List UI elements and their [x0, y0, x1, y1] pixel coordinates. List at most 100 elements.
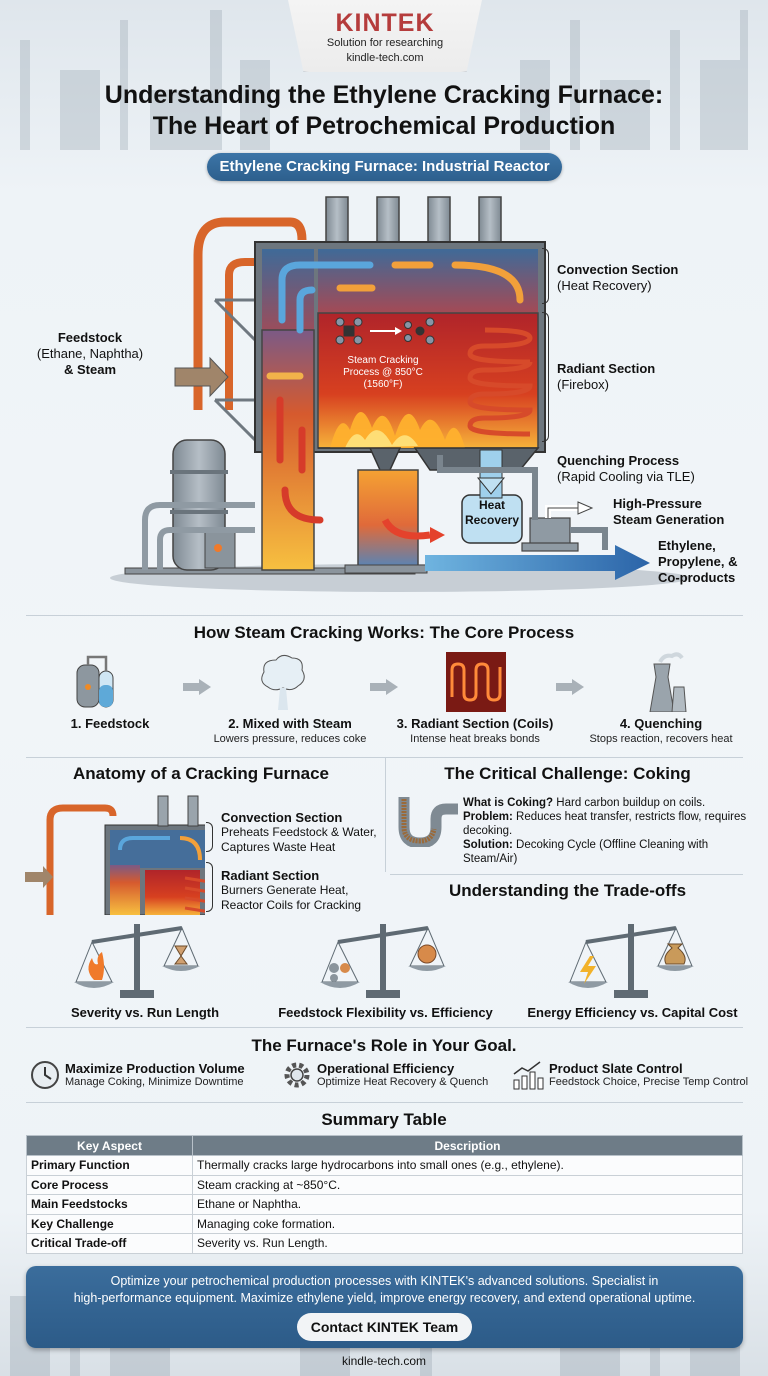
coking-solution-text: Decoking Cycle (Offline Cleaning with St… — [463, 839, 709, 865]
quenching-label: Quenching Process (Rapid Cooling via TLE… — [557, 453, 695, 485]
footer-url-link[interactable]: kindle-tech.com — [341, 1354, 427, 1368]
balance-scale-flexibility-icon — [320, 924, 446, 998]
tradeoff-energy-label: Energy Efficiency vs. Capital Cost — [527, 1005, 738, 1020]
anat-radiant-line1: Burners Generate Heat, — [221, 883, 349, 897]
coking-solution-label: Solution: — [463, 839, 513, 851]
products-line2: Propylene, & — [658, 554, 738, 569]
goal-title-text: Maximize Production Volume — [65, 1061, 245, 1076]
anat-radiant-title: Radiant Section — [221, 868, 320, 883]
growth-chart-icon — [513, 1061, 544, 1090]
table-cell-aspect: Critical Trade-off — [26, 1233, 193, 1254]
table-header-row: Key Aspect Description — [26, 1135, 743, 1156]
radiant-title: Radiant Section — [557, 361, 656, 376]
subtitle-pill: Ethylene Cracking Furnace: Industrial Re… — [207, 153, 562, 181]
logo-text-tek: TEK — [381, 9, 435, 37]
molecule-cracking-icon — [335, 317, 435, 345]
goal-desc-text: Manage Coking, Minimize Downtime — [65, 1076, 244, 1088]
summary-table-title: Summary Table — [321, 1110, 447, 1129]
process-step-4: 4. Quenching Stops reaction, recovers he… — [566, 716, 756, 746]
anat-convection-line1: Preheats Feedstock & Water, — [221, 825, 377, 839]
balance-scale-energy-icon — [568, 924, 694, 998]
convection-brace — [542, 248, 549, 304]
core-process-title: How Steam Cracking Works: The Core Proce… — [193, 623, 575, 642]
products-line3: Co-products — [658, 570, 736, 585]
step-desc: Intense heat breaks bonds — [410, 733, 540, 745]
contact-kintek-button[interactable]: Contact KINTEK Team — [296, 1313, 473, 1341]
section-divider — [26, 1102, 743, 1103]
logo-url: kindle-tech.com — [346, 52, 424, 64]
step-title: 4. Quenching — [619, 716, 703, 731]
coking-problem-label: Problem: — [463, 811, 513, 823]
clock-icon — [31, 1061, 59, 1089]
step-desc: Stops reaction, recovers heat — [589, 733, 733, 745]
process-line1: Steam Cracking — [347, 355, 419, 366]
hp-steam-label: High-Pressure Steam Generation — [613, 496, 724, 528]
step-title: 1. Feedstock — [70, 716, 150, 731]
process-step-1: 1. Feedstock — [15, 716, 205, 732]
step-title: 2. Mixed with Steam — [228, 716, 352, 731]
heat-recovery-label: Heat Recovery — [462, 498, 522, 528]
anat-radiant-line2: Reactor Coils for Cracking — [221, 898, 362, 912]
cta-text-line1: Optimize your petrochemical production p… — [110, 1274, 659, 1288]
cta-text: Optimize your petrochemical production p… — [50, 1273, 719, 1307]
balance-scale-severity-icon — [74, 924, 200, 998]
page-title-line1: Understanding the Ethylene Cracking Furn… — [104, 81, 664, 109]
column-divider — [385, 757, 386, 872]
feedstock-title: Feedstock — [57, 330, 123, 345]
products-line1: Ethylene, — [658, 538, 716, 553]
furnace-illustration — [110, 196, 690, 592]
process-line2: Process @ 850°C (1560°F) — [343, 367, 423, 390]
kintek-logo-tab[interactable]: KINTEK Solution for researching kindle-t… — [288, 0, 482, 72]
reactor-coils — [467, 327, 533, 437]
table-cell-description: Steam cracking at ~850°C. — [192, 1174, 743, 1195]
tradeoff-flexibility-label: Feedstock Flexibility vs. Efficiency — [278, 1005, 493, 1020]
anat-convection-title: Convection Section — [221, 810, 343, 825]
heat-recovery-line2: Recovery — [464, 513, 520, 527]
table-cell-description: Ethane or Naphtha. — [192, 1194, 743, 1215]
table-cell-description: Thermally cracks large hydrocarbons into… — [192, 1155, 743, 1176]
heat-recovery-line1: Heat — [478, 498, 505, 512]
goal-title-text: Operational Efficiency — [317, 1061, 455, 1076]
cta-text-line2: high-performance equipment. Maximize eth… — [73, 1291, 696, 1305]
step-title: 3. Radiant Section (Coils) — [396, 716, 554, 731]
table-cell-aspect: Main Feedstocks — [26, 1194, 193, 1215]
table-cell-aspect: Primary Function — [26, 1155, 193, 1176]
convection-detail: (Heat Recovery) — [557, 278, 652, 293]
flow-arrows — [266, 261, 524, 524]
heat-recovery-tle — [461, 449, 523, 544]
anatomy-radiant-label: Radiant Section Burners Generate Heat, R… — [221, 868, 361, 913]
anat-convection-line2: Captures Waste Heat — [221, 840, 336, 854]
goal-desc-text: Optimize Heat Recovery & Quench — [317, 1076, 489, 1088]
step-arrow-3 — [556, 679, 584, 695]
anatomy-convection-label: Convection Section Preheats Feedstock & … — [221, 810, 377, 855]
feedstock-steam: & Steam — [63, 362, 117, 377]
firebox-flames — [330, 411, 465, 448]
anat-radiant-brace — [206, 862, 213, 912]
tradeoffs-title: Understanding the Trade-offs — [448, 881, 687, 900]
radiant-brace — [542, 312, 549, 442]
page-title-line2: The Heart of Petrochemical Production — [152, 112, 616, 140]
section-divider — [26, 757, 743, 758]
coking-problem-text: Reduces heat transfer, restricts flow, r… — [463, 811, 747, 837]
table-cell-aspect: Key Challenge — [26, 1213, 193, 1234]
gear-icon — [284, 1062, 310, 1088]
exhaust-stacks — [325, 196, 502, 243]
coked-pipe-icon — [398, 797, 458, 847]
table-header-key-aspect: Key Aspect — [26, 1135, 193, 1156]
feedstock-detail: (Ethane, Naphtha) — [36, 346, 144, 361]
quench-title: Quenching Process — [557, 453, 680, 468]
page-title: Understanding the Ethylene Cracking Furn… — [0, 80, 768, 142]
table-cell-description: Managing coke formation. — [192, 1213, 743, 1234]
convection-section-label: Convection Section (Heat Recovery) — [557, 262, 678, 294]
cta-banner: Optimize your petrochemical production p… — [26, 1266, 743, 1348]
hp-steam-line2: Steam Generation — [613, 512, 725, 527]
coking-title: The Critical Challenge: Coking — [444, 764, 691, 783]
goal-title: The Furnace's Role in Your Goal. — [251, 1036, 517, 1055]
